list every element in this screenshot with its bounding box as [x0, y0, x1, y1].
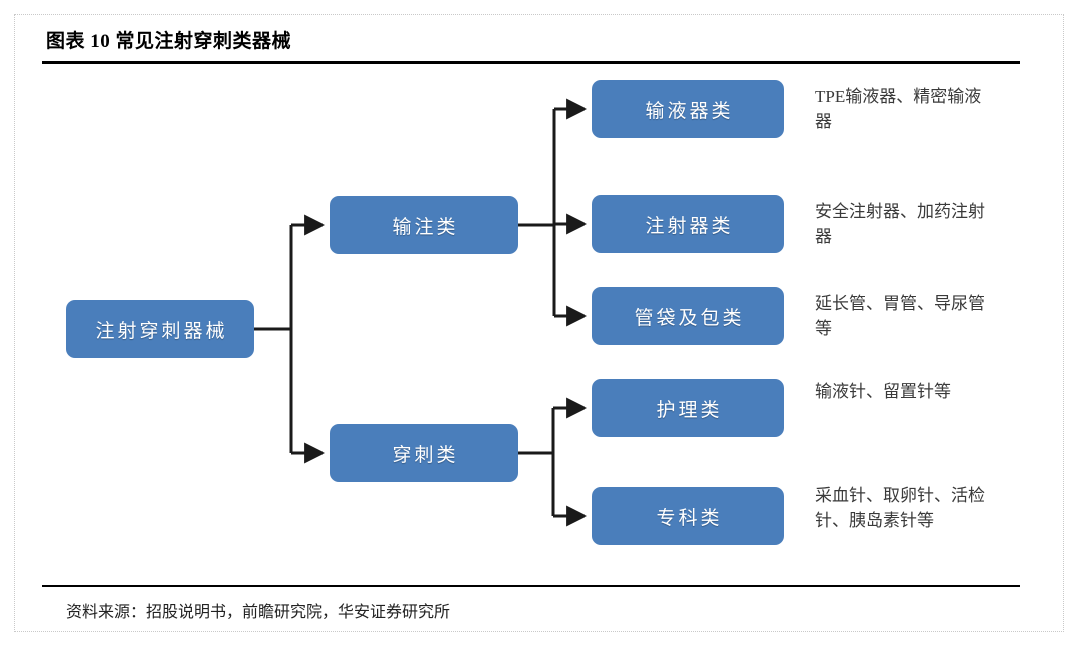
source-divider-rule — [42, 585, 1020, 587]
figure-source: 资料来源：招股说明书，前瞻研究院，华安证券研究所 — [66, 604, 451, 621]
figure-frame — [14, 14, 1064, 632]
title-divider-rule — [42, 61, 1020, 64]
figure-title: 图表 10 常见注射穿刺类器械 — [46, 31, 292, 52]
